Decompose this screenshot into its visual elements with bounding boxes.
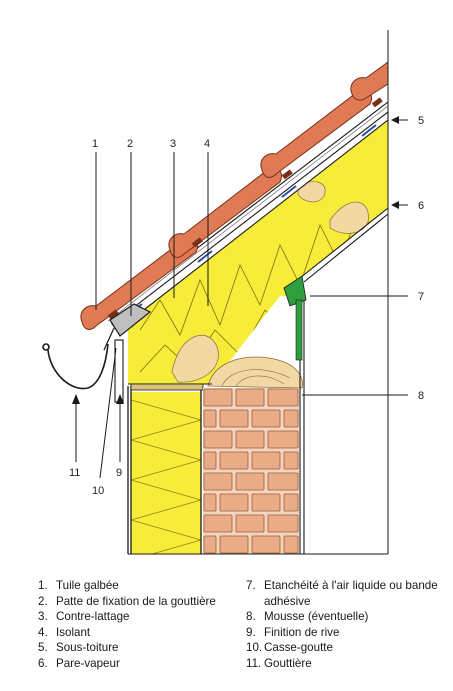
callout-1: 1: [92, 138, 98, 150]
legend-right-column: 7. Etanchéité à l'air liquide ou bande a…: [246, 578, 446, 672]
brick-wall: [203, 388, 299, 554]
legend-label: Mousse (éventuelle): [264, 610, 369, 624]
wall-boards: [127, 386, 202, 554]
legend-number: 1.: [38, 579, 48, 592]
tile-nibs: [107, 97, 383, 320]
legend-label: Contre-lattage: [56, 610, 130, 624]
legend-label: Pare-vapeur: [56, 656, 120, 670]
legend-label: Gouttière: [264, 656, 312, 670]
callout-10: 10: [92, 485, 104, 497]
legend-label: Casse-goutte: [264, 641, 333, 655]
legend-item: 9. Finition de rive: [246, 625, 446, 641]
legend-number: 4.: [38, 625, 48, 639]
outer-roof-lines: [128, 30, 389, 555]
callout-2: 2: [127, 138, 133, 150]
legend-number: 8.: [246, 610, 256, 624]
leader-lines: [75, 119, 408, 479]
legend-number: 2.: [38, 594, 48, 608]
callout-5: 5: [418, 115, 424, 127]
legend-label: Sous-toiture: [56, 641, 119, 655]
legend-number: 10.: [246, 641, 263, 655]
legend-item: 6. Pare-vapeur: [38, 656, 223, 672]
legend-left-column: 1. Tuile galbée 2. Patte de fixation de …: [38, 578, 223, 672]
legend-item: 5. Sous-toiture: [38, 640, 223, 656]
wall-insulation: [131, 392, 201, 554]
gutter: [42, 343, 109, 390]
callout-11: 11: [69, 467, 80, 479]
callout-9: 9: [116, 467, 122, 479]
legend-item: 4. Isolant: [38, 625, 223, 641]
legend-number: 6.: [38, 656, 48, 670]
roof-tiles: [80, 61, 389, 330]
legend-label: Isolant: [56, 625, 91, 639]
legend-label: Patte de fixation de la gouttière: [56, 594, 216, 608]
legend-item: 7. Etanchéité à l'air liquide ou bande a…: [246, 578, 446, 609]
callout-6: 6: [418, 200, 424, 212]
gutter-bracket: [103, 303, 152, 351]
air-seal: [283, 275, 307, 361]
legend-number: 5.: [38, 641, 48, 655]
callout-3: 3: [170, 138, 176, 150]
legend-item: 10. Casse-goutte: [246, 640, 446, 656]
callout-7: 7: [418, 291, 424, 303]
foam-filler: [171, 181, 369, 389]
wall-plate: [130, 383, 204, 391]
legend-number: 11.: [246, 656, 262, 670]
legend-number: 3.: [38, 610, 48, 624]
legend-label: Finition de rive: [264, 625, 340, 639]
callout-4: 4: [204, 138, 210, 150]
legend-label: Etanchéité à l'air liquide ou bande adhé…: [264, 579, 438, 608]
legend-label: Tuile galbée: [56, 579, 119, 592]
legend-item: 1. Tuile galbée: [38, 578, 223, 594]
legend-number: 7.: [246, 579, 256, 592]
legend-item: 11. Gouttière: [246, 656, 446, 672]
legend-item: 3. Contre-lattage: [38, 609, 223, 625]
legend-item: 2. Patte de fixation de la gouttière: [38, 594, 223, 610]
roof-eave-section-diagram: 1 2 3 4 5 6 7 8 9 10 11: [42, 30, 424, 555]
callout-8: 8: [418, 390, 424, 402]
leader-arrowheads: [72, 116, 399, 404]
legend-item: 8. Mousse (éventuelle): [246, 609, 446, 625]
legend-number: 9.: [246, 625, 256, 639]
